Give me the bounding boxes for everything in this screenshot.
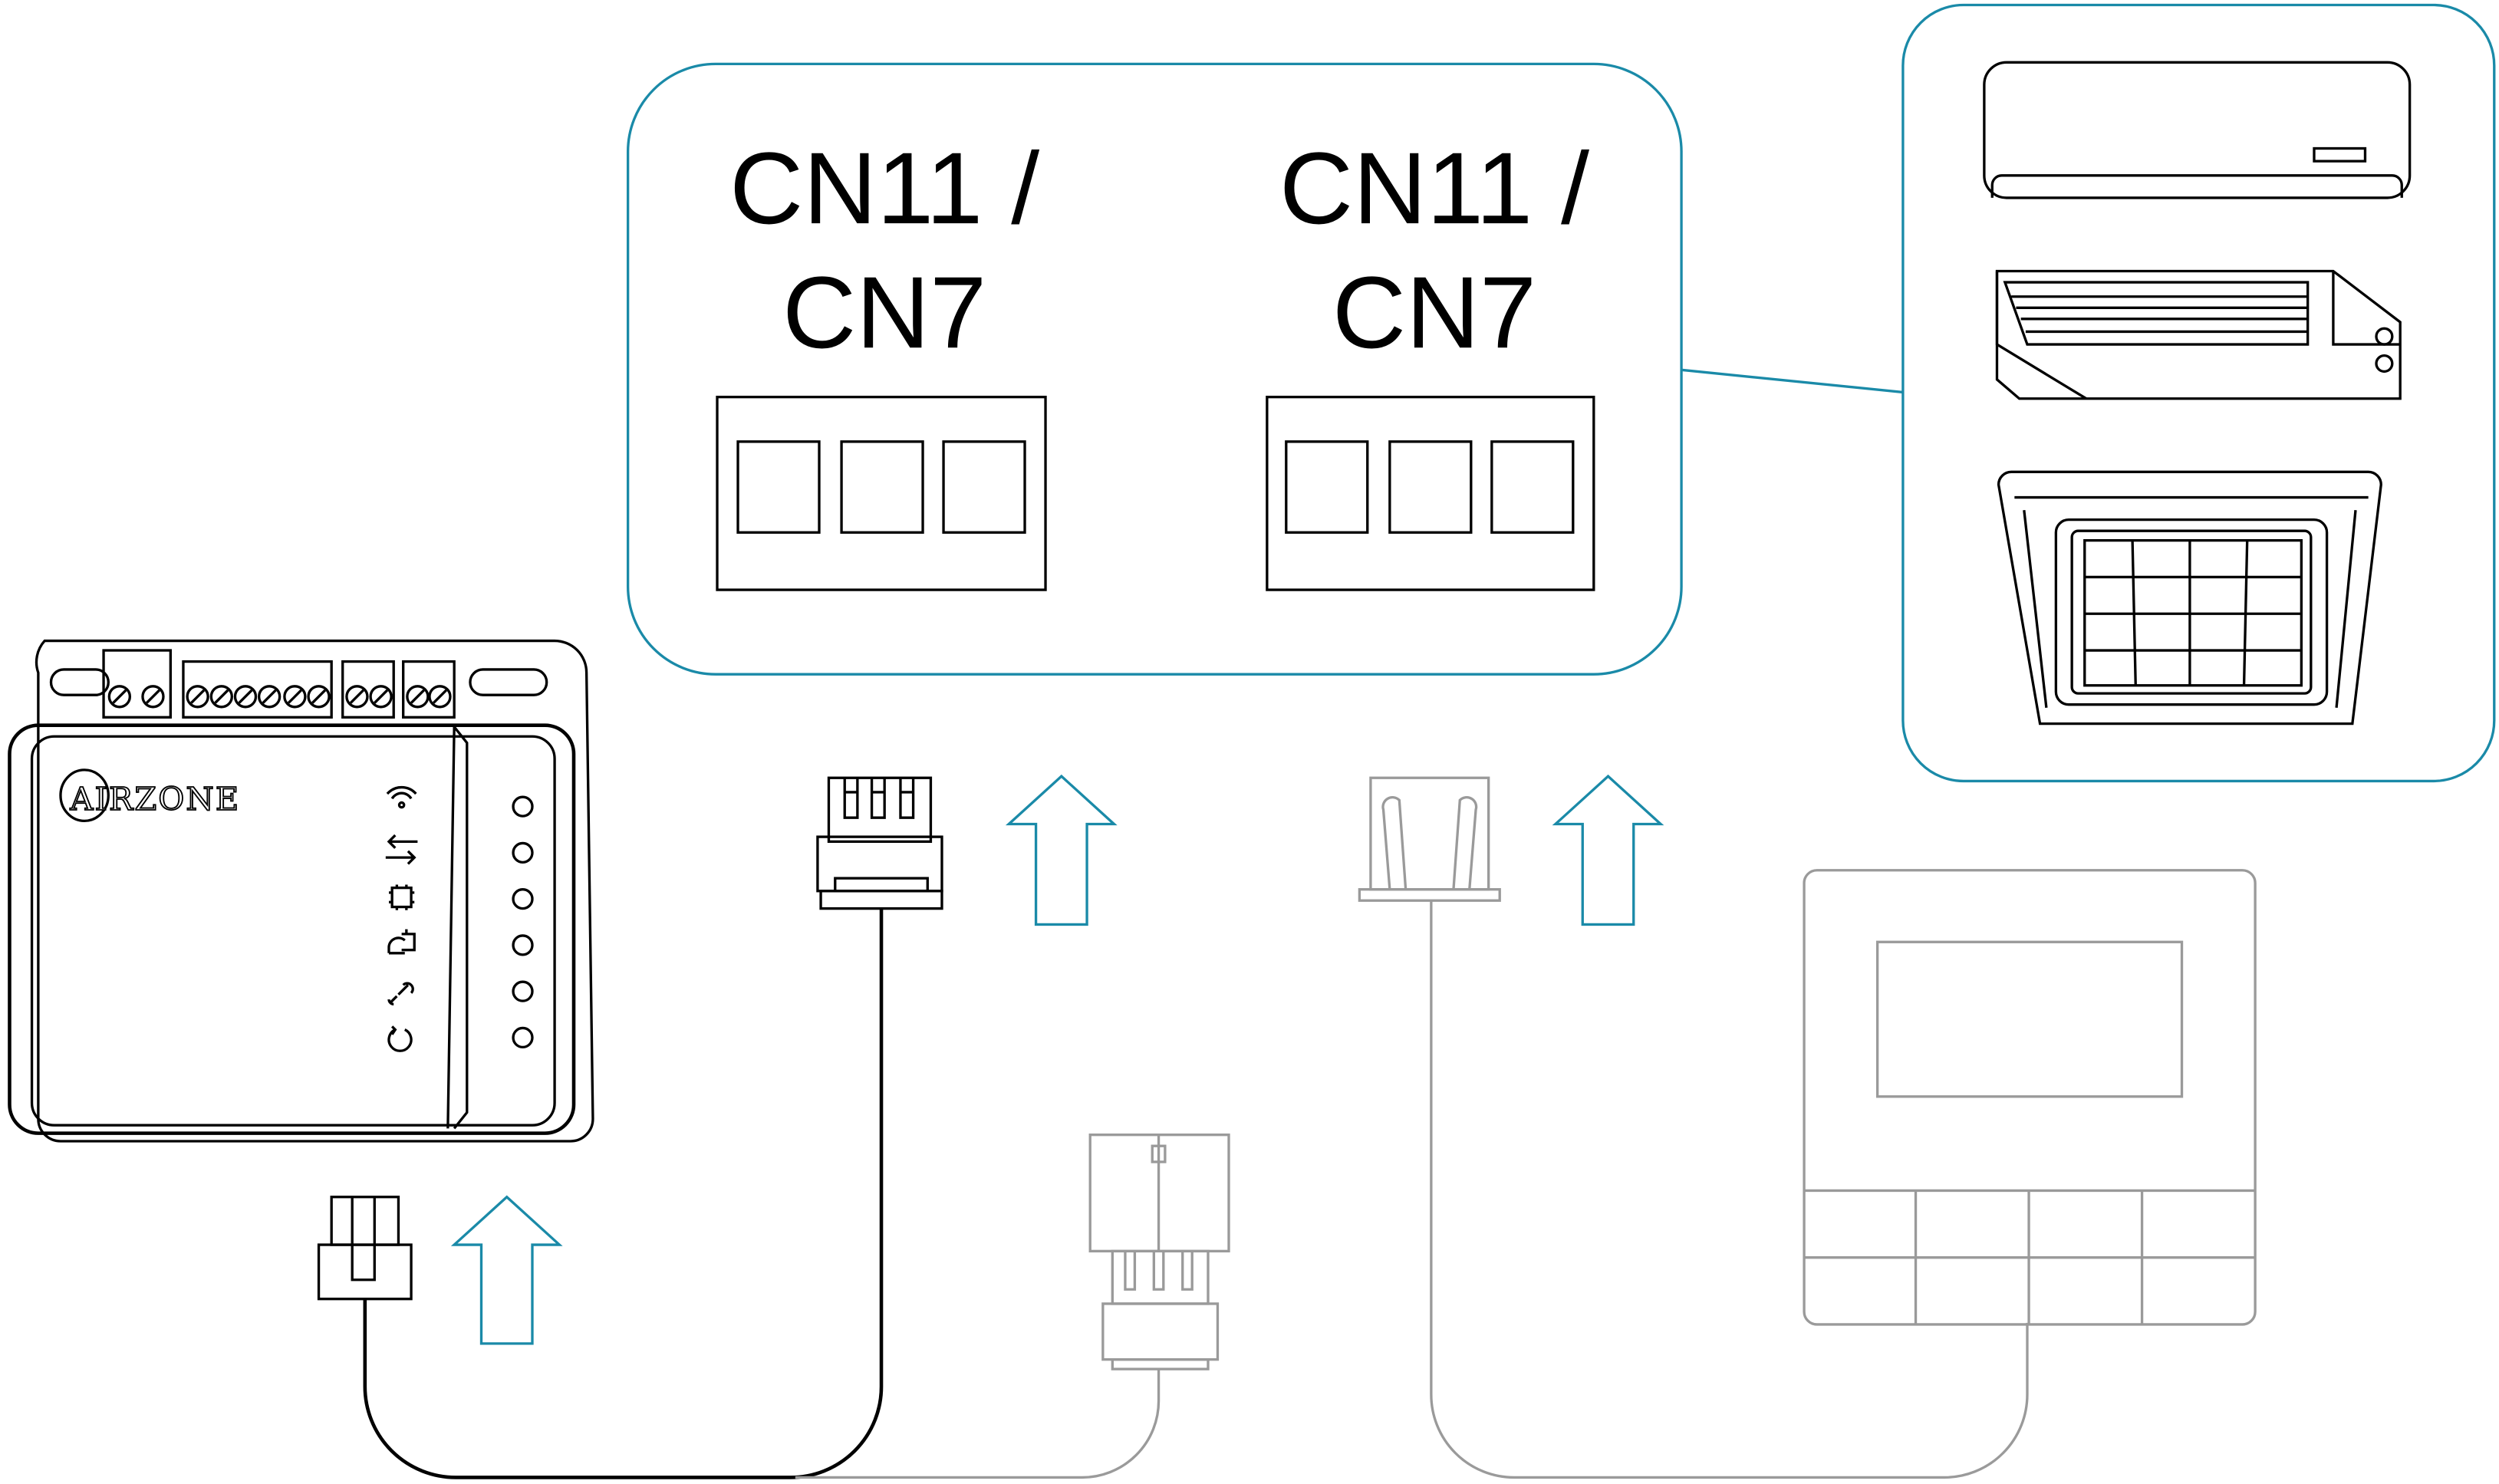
terminal-screw [406, 685, 430, 709]
socket-2 [1266, 395, 1595, 591]
terminal-screw [257, 685, 282, 709]
screw-slot [214, 689, 229, 704]
screw-slot [311, 689, 327, 704]
socket-1 [716, 395, 1047, 591]
ducted-unit-icon [1995, 269, 2402, 400]
indoor-units-panel [1901, 3, 2496, 783]
reset-icon [387, 1025, 413, 1052]
terminal-screw [345, 685, 369, 709]
screw-slot [432, 689, 447, 704]
terminal-screw [283, 685, 307, 709]
terminal-screw [428, 685, 452, 709]
unit-plug-black [816, 776, 943, 910]
screw-slot [238, 689, 253, 704]
chip-icon [388, 884, 415, 910]
terminal-screw [107, 685, 132, 709]
insert-arrow-connector-1 [1005, 774, 1118, 926]
insert-arrow-device [450, 1195, 563, 1345]
grey-adapter [1088, 1134, 1230, 1370]
connector-label-1-line2: CN7 [782, 256, 986, 370]
brand-logo-text: AIRZONE [69, 780, 240, 818]
airzone-logo: AIRZONE [59, 768, 240, 823]
device-plug [317, 1196, 413, 1301]
power-plug-icon [387, 929, 416, 955]
screw-slot [349, 689, 364, 704]
black-cable [363, 908, 884, 1479]
terminal-screw [209, 685, 233, 709]
panel-link-line [1681, 368, 1904, 394]
wifi-icon [386, 785, 417, 809]
cassette-unit-icon [1997, 470, 2382, 726]
screw-slot [112, 689, 127, 704]
terminal-screw [233, 685, 258, 709]
terminal-screw [141, 685, 165, 709]
status-leds [512, 795, 534, 1049]
terminal-screw [307, 685, 331, 709]
grey-adapter-cable [795, 1369, 1161, 1479]
connector-label-2-line2: CN7 [1332, 256, 1536, 370]
connector-label-1-line1: CN11 / [729, 132, 1039, 245]
grey-cable [1430, 900, 2029, 1479]
terminal-blocks [102, 649, 456, 719]
insert-arrow-connector-2 [1552, 774, 1664, 926]
screw-slot [410, 689, 425, 704]
wired-controller [1803, 869, 2257, 1326]
screw-slot [190, 689, 206, 704]
screw-slot [374, 689, 389, 704]
wall-split-unit-icon [1983, 61, 2412, 199]
connector-label-2-line1: CN11 / [1279, 132, 1589, 245]
screw-slot [145, 689, 160, 704]
transfer-arrows-icon [385, 834, 418, 865]
terminal-screw [369, 685, 393, 709]
screw-slot [262, 689, 277, 704]
controller-screen [1875, 940, 2184, 1098]
unit-plug-grey [1358, 776, 1501, 902]
link-icon [387, 982, 414, 1005]
airzone-device: AIRZONE [8, 639, 594, 1143]
screw-slot [287, 689, 302, 704]
connector-panel: CN11 / CN7 CN11 / CN7 [626, 62, 1683, 676]
terminal-screw [186, 685, 209, 709]
